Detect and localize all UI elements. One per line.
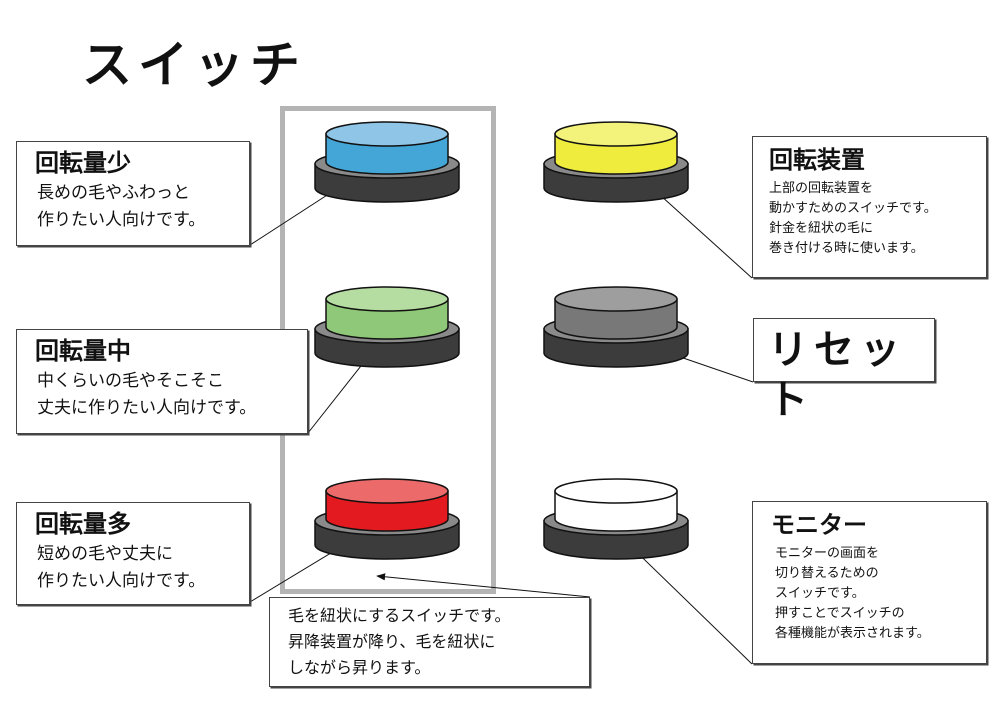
callout-text-line: スイッチです。 [775,586,865,602]
callout-rotation-mid: 回転量中 中くらいの毛やそこそこ 丈夫に作りたい人向けです。 [16,329,308,434]
callout-text-line: 毛を紐状にするスイッチです。 [288,606,511,625]
callout-text-line: 丈夫に作りたい人向けです。 [37,398,257,419]
leader-line-group [376,573,591,598]
cap-top [554,121,678,147]
callout-text-line: 短めの毛や丈夫に [37,544,173,565]
cap-top [325,121,449,147]
callout-text-line: モニターの画面を [775,546,880,562]
cap-top [325,478,449,504]
callout-rotation-low: 回転量少 長めの毛やふわっと 作りたい人向けです。 [16,141,250,246]
callout-text-line: 切り替えるための [775,566,879,582]
page-title: スイッチ [82,36,306,94]
callout-text-line: 針金を紐状の毛に [769,221,874,237]
button-rotation-low[interactable] [311,112,463,204]
callout-text-line: 中くらいの毛やそこそこ [37,371,224,392]
callout-rotation-device: 回転装置 上部の回転装置を 動かすためのスイッチです。 針金を紐状の毛に 巻き付… [752,136,987,278]
callout-text-line: 作りたい人向けです。 [37,210,206,231]
button-monitor[interactable] [540,469,692,561]
button-rotation-device[interactable] [540,112,692,204]
callout-heading: 回転量中 [35,337,131,365]
callout-heading: リセット [768,327,906,423]
callout-text-line: 長めの毛やふわっと [37,183,190,204]
callout-reset: リセット [753,318,935,423]
callout-text-line: 上部の回転装置を [769,181,874,197]
callout-heading: 回転量多 [35,510,131,538]
callout-text-line: 作りたい人向けです。 [37,571,206,592]
button-rotation-high[interactable] [311,469,463,561]
cap-top [554,478,678,504]
callout-monitor: モニター モニターの画面を 切り替えるための スイッチです。 押すことでスイッチ… [752,501,987,664]
callout-text-line: しながら昇ります。 [288,658,431,677]
callout-text-line: 動かすためのスイッチです。 [769,201,937,217]
callout-text-line: 押すことでスイッチの [775,606,905,622]
callout-heading: モニター [771,511,867,539]
callout-text-line: 巻き付ける時に使います。 [769,241,924,257]
callout-text-line: 昇降装置が降り、毛を紐状に [288,632,496,651]
button-reset[interactable] [540,277,692,369]
callout-heading: 回転量少 [35,149,131,177]
cap-top [325,286,449,312]
callout-heading: 回転装置 [769,146,865,174]
cap-top [554,286,678,312]
button-rotation-mid[interactable] [311,277,463,369]
callout-rotation-high: 回転量多 短めの毛や丈夫に 作りたい人向けです。 [16,502,250,605]
callout-text-line: 各種機能が表示されます。 [775,626,930,642]
callout-twist-group: 毛を紐状にするスイッチです。 昇降装置が降り、毛を紐状に しながら昇ります。 [269,597,590,687]
